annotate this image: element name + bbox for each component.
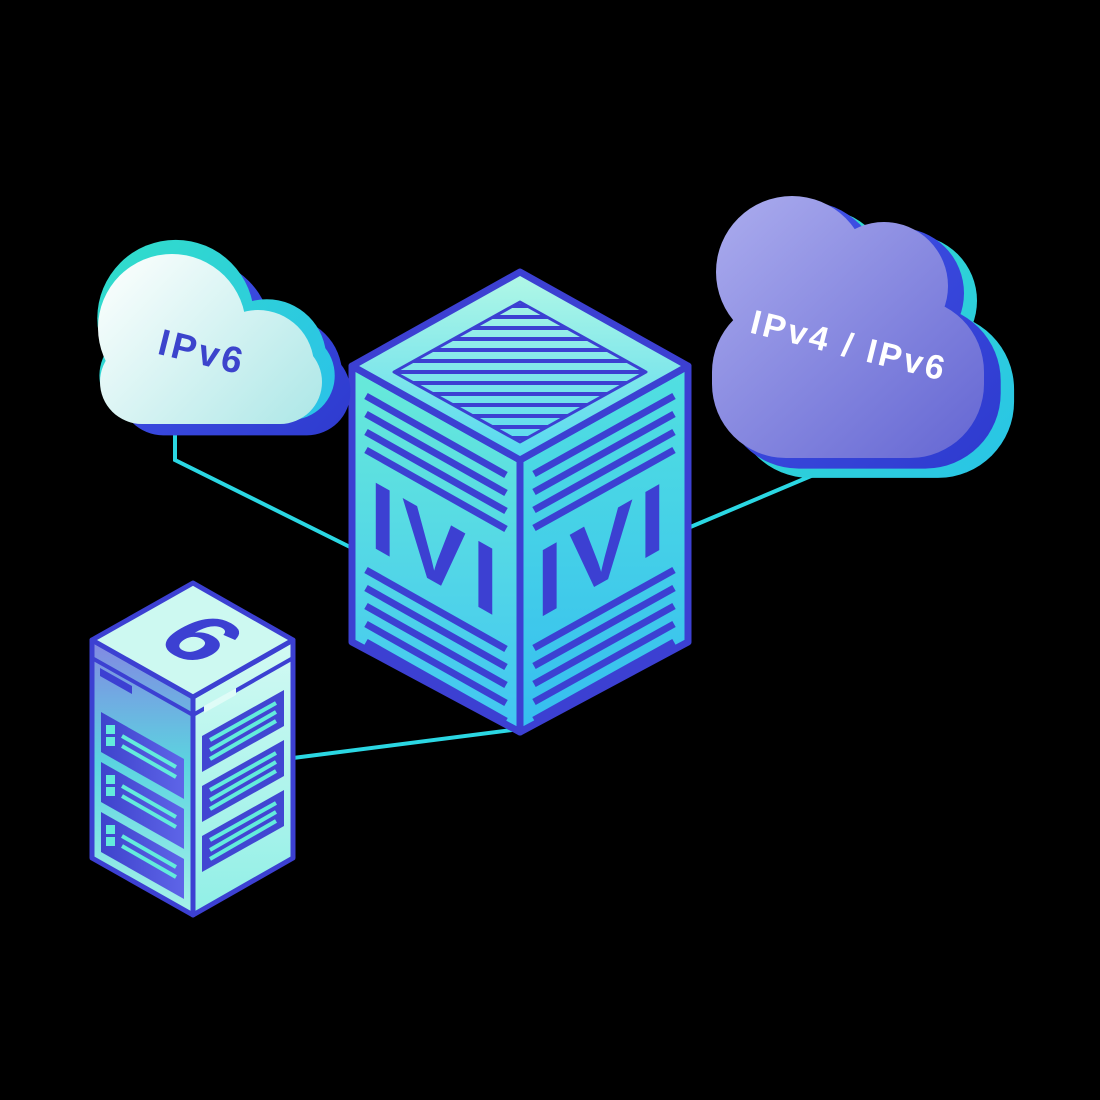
server-right-bays — [202, 690, 284, 872]
server-left-bay-lines — [121, 734, 177, 879]
server-left-bays — [101, 712, 184, 899]
server-right-vent — [204, 688, 236, 713]
server-left-bay-leds — [106, 725, 115, 846]
server-top-face — [89, 580, 296, 700]
box-left-face-stripes — [364, 392, 508, 725]
ipv6-server: 6 — [89, 580, 296, 918]
ivi-translator-box: IVI IVI — [348, 268, 692, 736]
server-left-vent — [100, 668, 132, 694]
box-top-face — [348, 268, 692, 464]
server-right-bay-lines — [209, 701, 277, 861]
ipv4-ipv6-cloud: IPv4 / IPv6 — [712, 196, 1015, 478]
box-right-face-stripes — [532, 392, 676, 724]
connection-line-server — [292, 727, 521, 760]
ipv6-cloud: IPv6 — [97, 239, 351, 436]
ipv4-ipv6-cloud-body — [712, 196, 984, 458]
ipv6-cloud-body — [98, 254, 322, 424]
